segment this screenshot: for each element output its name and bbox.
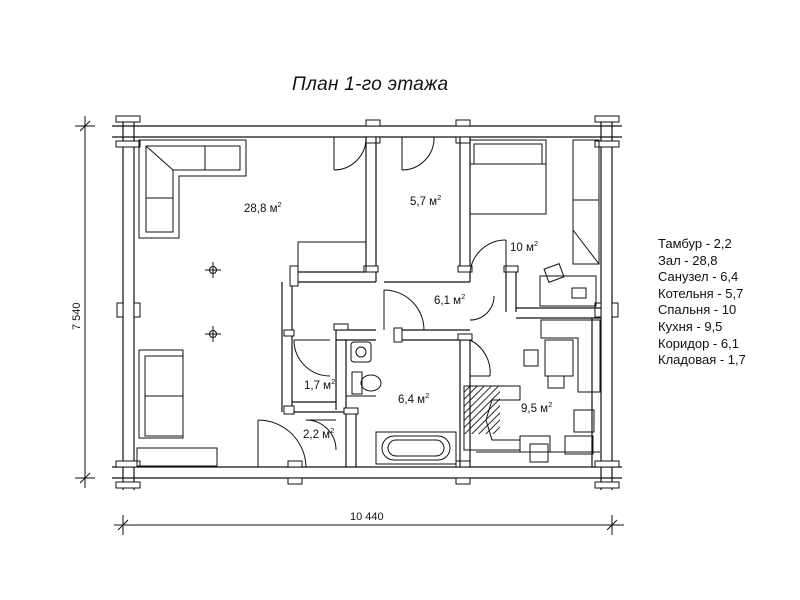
bathtub bbox=[375, 431, 457, 465]
area-label-bathroom: 6,4 м2 bbox=[398, 391, 429, 406]
desk-chair bbox=[539, 263, 597, 307]
legend-item: Кухня - 9,5 bbox=[658, 318, 723, 334]
area-label-hall: 28,8 м2 bbox=[244, 200, 282, 215]
log-joints bbox=[115, 115, 620, 489]
area-label-vestibule: 2,2 м2 bbox=[303, 426, 334, 441]
width-dimension-label: 10 440 bbox=[350, 511, 384, 523]
tv-stand bbox=[297, 241, 367, 273]
toilet bbox=[351, 371, 382, 395]
corner-sofa bbox=[138, 139, 247, 239]
area-label-corridor: 6,1 м2 bbox=[434, 292, 465, 307]
bed bbox=[469, 139, 547, 215]
hall-sofa bbox=[138, 349, 184, 439]
wardrobe bbox=[572, 139, 600, 265]
legend-item: Котельня - 5,7 bbox=[658, 285, 744, 301]
plan-title: План 1-го этажа bbox=[292, 74, 449, 95]
legend-item: Спальня - 10 bbox=[658, 302, 737, 318]
wall-caps bbox=[283, 265, 519, 415]
legend-item: Санузел - 6,4 bbox=[658, 269, 739, 285]
area-label-boiler: 5,7 м2 bbox=[410, 193, 441, 208]
height-dimension-label: 7 540 bbox=[71, 302, 83, 330]
legend-item: Зал - 28,8 bbox=[658, 252, 718, 268]
legend-item: Кладовая - 1,7 bbox=[658, 352, 746, 368]
legend-item: Тамбур - 2,2 bbox=[658, 236, 732, 251]
ceiling-lights bbox=[205, 262, 221, 342]
height-dimension bbox=[75, 116, 95, 488]
width-dimension bbox=[114, 515, 624, 535]
vestibule-bench bbox=[136, 447, 218, 467]
area-label-pantry: 1,7 м2 bbox=[304, 377, 335, 392]
room-area-legend: Тамбур - 2,2 Зал - 28,8 Санузел - 6,4 Ко… bbox=[658, 236, 746, 369]
legend-item: Коридор - 6,1 bbox=[658, 335, 739, 351]
dining-set bbox=[523, 319, 601, 393]
doors bbox=[257, 136, 507, 468]
sink bbox=[350, 341, 372, 363]
kitchen-counter bbox=[463, 385, 600, 463]
area-label-bedroom: 10 м2 bbox=[510, 239, 538, 254]
area-label-kitchen: 9,5 м2 bbox=[521, 400, 552, 415]
